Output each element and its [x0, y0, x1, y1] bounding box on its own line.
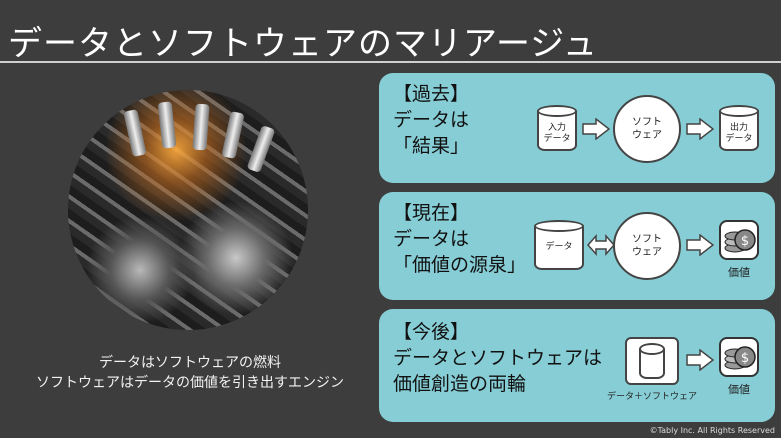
page-title: データとソフトウェアのマリアージュ [8, 24, 598, 64]
copyright-footer: ©Tably Inc. All Rights Reserved [649, 426, 775, 435]
data-label: データ [545, 242, 573, 252]
panel-present-line2: データは [393, 228, 470, 250]
data-software-combo-icon [625, 337, 679, 385]
panel-future: 【今後】 データとソフトウェアは 価値創造の両輪 データ＋ソフトウェア $ 価値 [379, 309, 775, 422]
panel-future-line3: 価値創造の両輪 [393, 373, 527, 395]
value-label: 価値 [728, 266, 750, 279]
arrow-right-icon [686, 234, 714, 256]
title-divider [0, 61, 781, 63]
arrow-right-icon [582, 118, 610, 140]
combo-label: データ＋ソフトウェア [606, 392, 697, 402]
engine-image [68, 90, 308, 330]
svg-text:$: $ [741, 234, 749, 249]
arrow-right-icon [686, 118, 714, 140]
input-data-database-icon: 入力 データ [537, 105, 577, 151]
software-circle: ソフト ウェア [613, 95, 681, 163]
software-circle: ソフト ウェア [613, 212, 681, 280]
panel-present-line3: 「価値の源泉」 [393, 254, 527, 276]
double-arrow-icon [587, 234, 615, 256]
svg-text:$: $ [741, 351, 749, 366]
output-data-database-icon: 出力 データ [719, 105, 759, 151]
database-icon [639, 343, 665, 379]
panel-future-line2: データとソフトウェアは [393, 347, 603, 369]
arrow-right-icon [686, 349, 714, 371]
input-data-label: 入力 データ [543, 123, 571, 144]
caption-line-1: データはソフトウェアの燃料 [99, 355, 281, 371]
panel-future-heading: 【今後】 [393, 321, 470, 343]
panel-past-line2: データは [393, 109, 470, 131]
panel-past: 【過去】 データは 「結果」 入力 データ ソフト ウェア 出力 データ [379, 73, 775, 183]
coin-stack-icon: $ [719, 337, 759, 377]
output-data-label: 出力 データ [725, 123, 753, 144]
panel-present: 【現在】 データは 「価値の源泉」 データ ソフト ウェア $ 価値 [379, 192, 775, 300]
panel-past-line3: 「結果」 [393, 135, 470, 157]
panel-past-heading: 【過去】 [393, 83, 470, 105]
value-label: 価値 [728, 383, 750, 396]
coin-stack-icon: $ [719, 220, 759, 260]
panel-present-heading: 【現在】 [393, 202, 470, 224]
data-database-icon: データ [534, 220, 584, 270]
caption-line-2: ソフトウェアはデータの価値を引き出すエンジン [36, 375, 344, 391]
